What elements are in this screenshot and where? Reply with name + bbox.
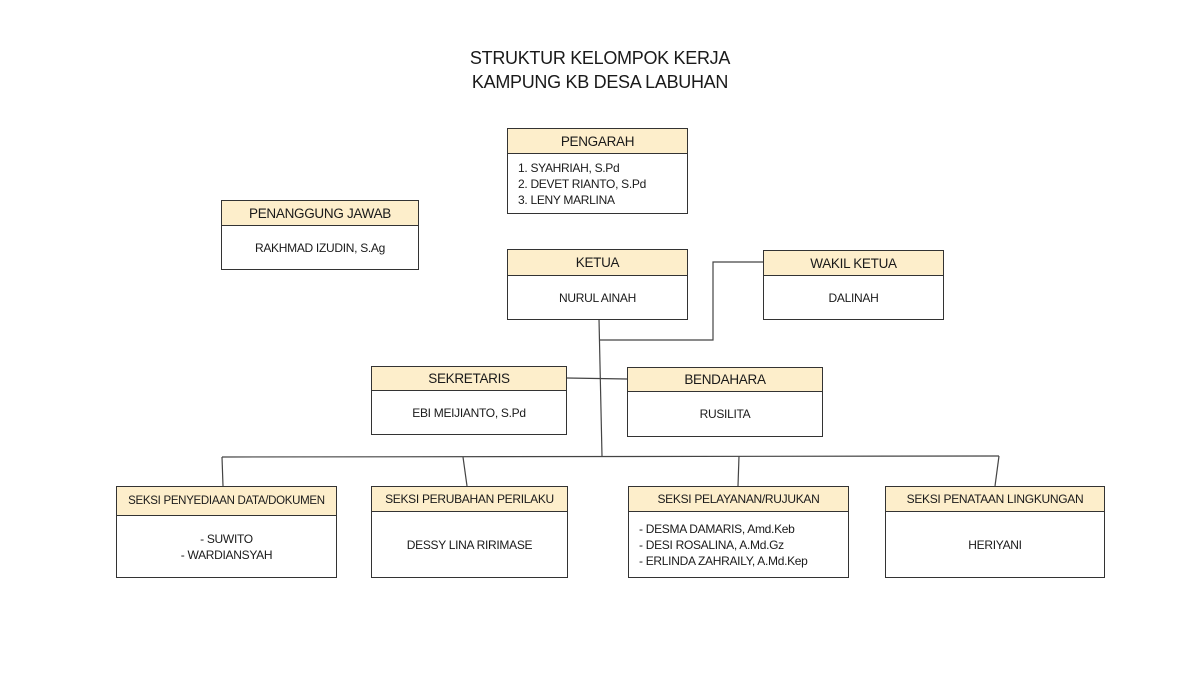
- member-name: NURUL AINAH: [559, 290, 636, 305]
- chart-title-line2: KAMPUNG KB DESA LABUHAN: [471, 72, 729, 92]
- member-name: EBI MEIJIANTO, S.Pd: [412, 405, 526, 420]
- node-role: BENDAHARA: [628, 368, 822, 392]
- connector-drop-pelayanan: [737, 455, 740, 487]
- member-name: - WARDIANSYAH: [180, 547, 273, 562]
- node-role: PENANGGUNG JAWAB: [222, 201, 418, 226]
- member-name: 1. SYAHRIAH, S.Pd: [518, 160, 620, 175]
- node-pengarah: PENGARAH 1. SYAHRIAH, S.Pd 2. DEVET RIAN…: [507, 128, 688, 214]
- node-members: 1. SYAHRIAH, S.Pd 2. DEVET RIANTO, S.Pd …: [508, 154, 687, 213]
- node-role: PENGARAH: [508, 129, 687, 154]
- node-ketua: KETUA NURUL AINAH: [507, 249, 688, 320]
- node-members: DESSY LINA RIRIMASE: [372, 512, 567, 577]
- node-members: RAKHMAD IZUDIN, S.Ag: [222, 226, 418, 269]
- node-role: SEKSI PERUBAHAN PERILAKU: [372, 487, 567, 512]
- connector-sekretaris-bendahara: [566, 377, 628, 380]
- node-penanggung-jawab: PENANGGUNG JAWAB RAKHMAD IZUDIN, S.Ag: [221, 200, 419, 270]
- node-role: SEKSI PENYEDIAAN DATA/DOKUMEN: [117, 487, 336, 516]
- node-seksi-perilaku: SEKSI PERUBAHAN PERILAKU DESSY LINA RIRI…: [371, 486, 568, 578]
- node-seksi-data: SEKSI PENYEDIAAN DATA/DOKUMEN - SUWITO -…: [116, 486, 337, 578]
- connector-trunk: [598, 318, 603, 457]
- member-name: DALINAH: [828, 290, 879, 305]
- chart-title-line1: STRUKTUR KELOMPOK KERJA: [469, 48, 731, 68]
- connector-drop-lingkungan: [994, 455, 1000, 487]
- member-name: 2. DEVET RIANTO, S.Pd: [518, 176, 646, 191]
- node-sekretaris: SEKRETARIS EBI MEIJIANTO, S.Pd: [371, 366, 567, 435]
- member-name: - DESMA DAMARIS, Amd.Keb: [639, 521, 795, 536]
- node-role: WAKIL KETUA: [764, 251, 943, 276]
- connector-drop-data: [221, 456, 224, 487]
- member-name: RAKHMAD IZUDIN, S.Ag: [254, 240, 386, 255]
- node-wakil-ketua: WAKIL KETUA DALINAH: [763, 250, 944, 320]
- connector-drop-perilaku: [462, 456, 468, 487]
- node-role: KETUA: [508, 250, 687, 276]
- node-members: NURUL AINAH: [508, 276, 687, 319]
- member-name: RUSILITA: [699, 407, 751, 421]
- connector-section-bar: [221, 455, 1000, 458]
- node-members: - DESMA DAMARIS, Amd.Keb - DESI ROSALINA…: [629, 512, 848, 577]
- node-role: SEKSI PELAYANAN/RUJUKAN: [629, 487, 848, 512]
- node-role: SEKSI PENATAAN LINGKUNGAN: [886, 487, 1104, 512]
- node-seksi-pelayanan: SEKSI PELAYANAN/RUJUKAN - DESMA DAMARIS,…: [628, 486, 849, 578]
- member-name: 3. LENY MARLINA: [518, 192, 615, 207]
- node-bendahara: BENDAHARA RUSILITA: [627, 367, 823, 437]
- member-name: - SUWITO: [200, 531, 253, 546]
- node-members: DALINAH: [764, 276, 943, 319]
- node-role: SEKRETARIS: [372, 367, 566, 391]
- connector-wakil-ketua: [600, 261, 763, 341]
- node-members: - SUWITO - WARDIANSYAH: [117, 516, 336, 577]
- node-members: RUSILITA: [628, 392, 822, 436]
- node-members: EBI MEIJIANTO, S.Pd: [372, 391, 566, 434]
- member-name: DESSY LINA RIRIMASE: [406, 537, 533, 552]
- node-seksi-lingkungan: SEKSI PENATAAN LINGKUNGAN HERIYANI: [885, 486, 1105, 578]
- member-name: - DESI ROSALINA, A.Md.Gz: [639, 537, 784, 552]
- member-name: - ERLINDA ZAHRAILY, A.Md.Kep: [639, 553, 808, 568]
- node-members: HERIYANI: [886, 512, 1104, 577]
- member-name: HERIYANI: [968, 537, 1022, 552]
